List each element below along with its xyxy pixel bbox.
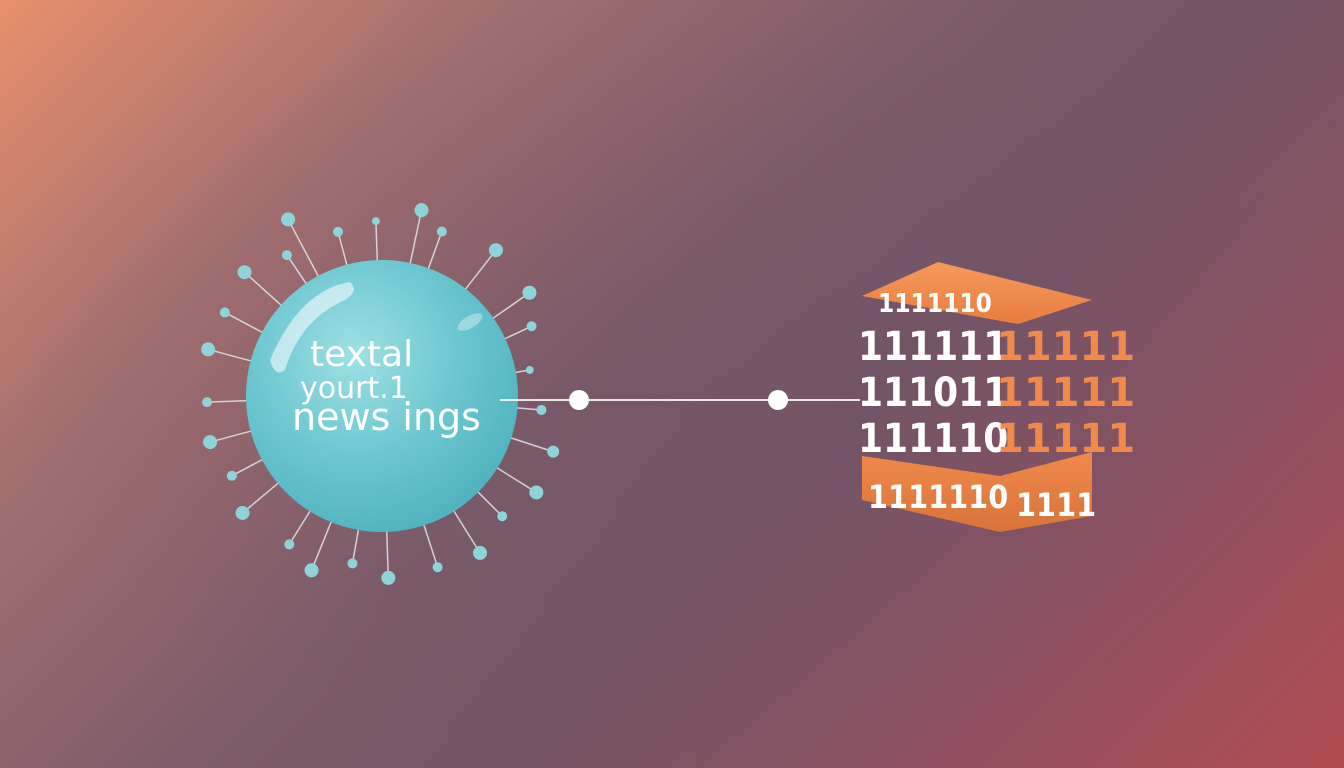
binary-row-1-left: 111111 bbox=[858, 324, 1008, 370]
antenna-dot bbox=[333, 226, 344, 237]
bubble-glint bbox=[457, 313, 483, 331]
antenna-dot bbox=[473, 545, 488, 560]
antenna-line bbox=[337, 231, 350, 271]
antenna-dot bbox=[201, 342, 216, 357]
antenna-line bbox=[288, 505, 314, 545]
antenna-dot bbox=[432, 562, 443, 573]
antenna-dot bbox=[281, 212, 296, 227]
antenna-dot bbox=[281, 250, 292, 261]
binary-bottom-right: 1111 bbox=[1016, 486, 1096, 524]
antenna-dot bbox=[536, 404, 547, 415]
antenna-line bbox=[421, 519, 439, 568]
antenna-line bbox=[408, 209, 423, 269]
antenna-line bbox=[242, 478, 283, 514]
antenna-line bbox=[375, 221, 379, 267]
antenna-dot bbox=[202, 397, 213, 408]
antenna-dot bbox=[237, 265, 252, 280]
binary-bottom-left: 1111110 bbox=[868, 478, 1008, 516]
antenna-dot bbox=[547, 445, 560, 458]
antenna-line bbox=[461, 249, 497, 295]
antenna-line bbox=[425, 231, 443, 275]
antenna-line bbox=[286, 254, 310, 289]
binary-block-bottom-face bbox=[862, 452, 1092, 532]
connector-node-left bbox=[569, 390, 589, 410]
antenna-dot bbox=[497, 511, 508, 522]
binary-top-row: 1111110 bbox=[878, 289, 992, 319]
antenna-line bbox=[351, 523, 361, 564]
antenna-dot bbox=[381, 570, 396, 585]
antenna-dot bbox=[436, 226, 447, 237]
bubble-text-line1: textal bbox=[310, 334, 413, 375]
antenna-dot bbox=[522, 285, 537, 300]
text-bubble: textal yourt.1 news ings bbox=[246, 260, 518, 532]
antenna-dot bbox=[284, 539, 295, 550]
antenna-line bbox=[224, 311, 268, 336]
binary-row-2-left: 111011 bbox=[858, 370, 1008, 416]
antenna-dot bbox=[235, 505, 250, 520]
connector bbox=[500, 390, 860, 410]
bubble-highlight bbox=[270, 282, 354, 373]
binary-row-2-right: 11111 bbox=[996, 370, 1135, 416]
antenna-line bbox=[505, 435, 554, 453]
antenna-line bbox=[209, 428, 257, 443]
antenna-dot bbox=[525, 365, 534, 374]
bubble-sphere bbox=[246, 260, 518, 532]
antenna-line bbox=[207, 348, 257, 364]
antenna-dot bbox=[371, 217, 380, 226]
binary-block-top-face bbox=[862, 262, 1092, 324]
binary-row-3-left: 111110 bbox=[858, 416, 1008, 462]
antenna-line bbox=[385, 525, 390, 578]
antenna-line bbox=[488, 292, 530, 323]
antenna-line bbox=[310, 516, 334, 571]
bubble-antennae bbox=[201, 203, 560, 585]
antenna-dot bbox=[203, 435, 218, 450]
antenna-dot bbox=[526, 321, 537, 332]
antenna-line bbox=[231, 456, 268, 477]
binary-row-1-right: 11111 bbox=[996, 324, 1135, 370]
antenna-dot bbox=[226, 470, 237, 481]
binary-block: 1111110 111111 11111 111011 11111 111110… bbox=[858, 262, 1135, 532]
antenna-dot bbox=[219, 307, 230, 318]
antenna-line bbox=[473, 487, 503, 517]
binary-row-3-right: 11111 bbox=[996, 416, 1135, 462]
antenna-line bbox=[287, 219, 322, 282]
bubble-text-line2: yourt.1 bbox=[300, 371, 408, 406]
connector-node-right bbox=[768, 390, 788, 410]
antenna-dot bbox=[347, 558, 358, 569]
antenna-line bbox=[491, 464, 537, 494]
antenna-line bbox=[244, 271, 286, 310]
antenna-line bbox=[450, 505, 481, 554]
bubble-text-line3: news ings bbox=[292, 395, 481, 439]
antenna-dot bbox=[488, 243, 503, 258]
antenna-dot bbox=[414, 203, 429, 218]
antenna-dot bbox=[304, 563, 319, 578]
antenna-dot bbox=[529, 485, 544, 500]
antenna-line bbox=[207, 399, 253, 403]
